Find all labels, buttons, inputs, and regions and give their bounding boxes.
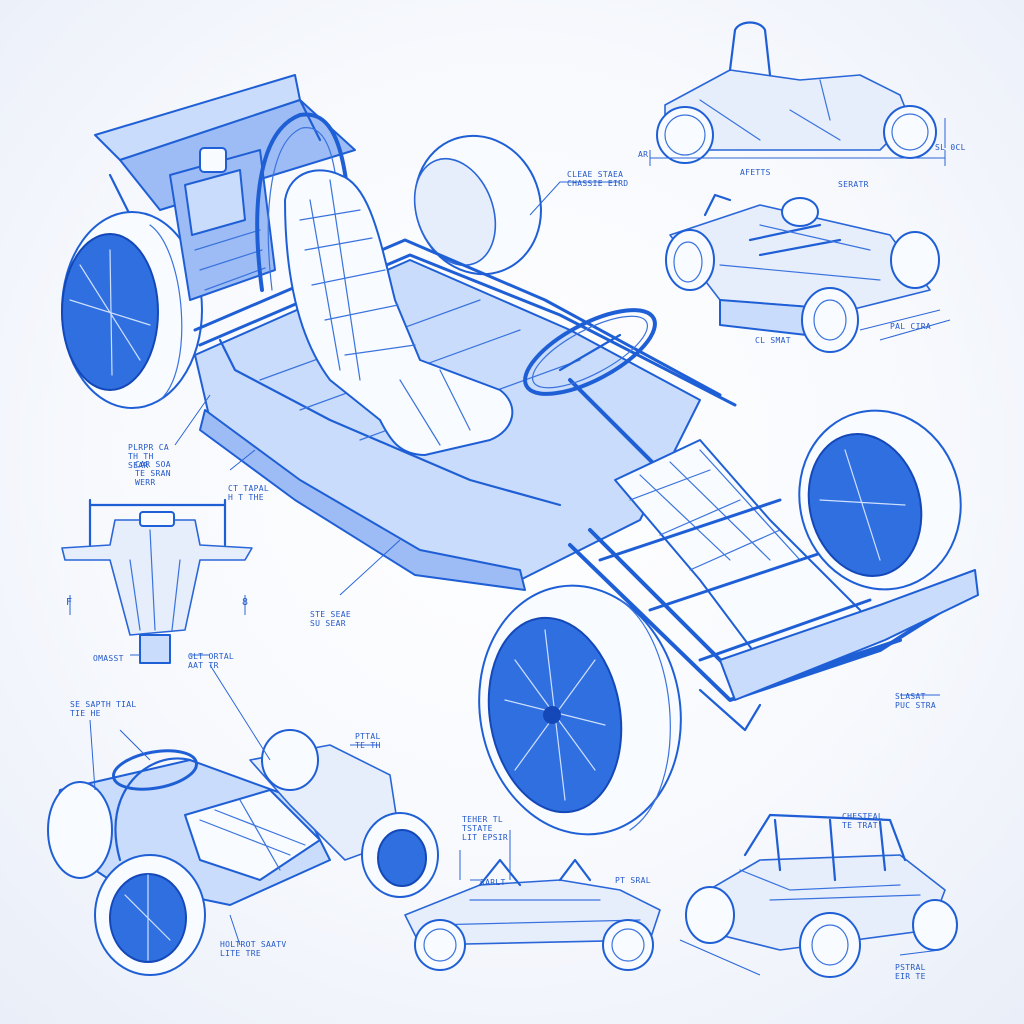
annotation-lower-left-a: SE SAPTH TIAL TIE HE: [70, 700, 137, 718]
main-go-kart: [61, 74, 979, 836]
front-left-wheel: [478, 584, 682, 836]
front-view-kart: [61, 498, 253, 664]
lower-left-kart: [47, 664, 439, 976]
iso-view-kart: [665, 193, 951, 353]
annotation-top-right-d: PAL CIRA: [890, 322, 931, 331]
annotation-front-view-a: OMASST: [93, 654, 124, 663]
annotation-top-right-b: SERATR: [838, 180, 869, 189]
bottom-side-view-kart: [404, 830, 661, 971]
annotation-side-dim-b: SL 0CL: [935, 143, 966, 152]
engine-block: [169, 147, 276, 301]
annotation-side-dim-a: AR: [638, 150, 649, 159]
annotation-top-right-a: CLEAE STAEA CHASSIE EIRD: [567, 170, 629, 188]
annotation-center-left: STE SEAE SU SEAR: [310, 610, 351, 628]
roll-hoop: [255, 112, 352, 292]
annotation-right-mid: SLASAT PUC STRA: [895, 692, 936, 710]
seat: [284, 169, 514, 456]
annotation-front-view-dim-left: F: [66, 597, 73, 608]
annotation-mid-left-b: CAR SOA TE SRAN WERR: [135, 460, 171, 487]
annotation-bottom-center-a: TEHER TL TSTATE LIT EPSIR: [462, 815, 509, 842]
annotation-lower-left-b: PTTAL TE TH: [355, 732, 381, 750]
annotation-front-view-b: GLT ORTAL AAT TR: [188, 652, 235, 670]
annotation-bottom-right-a: CHESTEAL TE TRAT: [842, 812, 883, 830]
side-view-kart: [649, 21, 946, 166]
front-right-wheel: [798, 409, 962, 591]
annotation-front-view-dim-right: 8: [242, 597, 249, 608]
rear-right-wheel: [413, 134, 542, 276]
annotation-top-right-c: CL SMAT: [755, 336, 791, 345]
annotation-top-right-dim: AFETTS: [740, 168, 771, 177]
annotation-bottom-center-c: PT SRAL: [615, 876, 651, 885]
annotation-bottom-center-b: RARLT: [480, 878, 506, 887]
annotation-mid-left-c: CT TAPAL H T THE: [228, 484, 269, 502]
bottom-right-buggy: [679, 813, 958, 978]
annotation-lower-left-c: HOLTROT SAATV LITE TRE: [220, 940, 287, 958]
steering-wheel: [523, 308, 662, 472]
rear-left-wheel: [61, 211, 203, 409]
annotation-bottom-right-b: PSTRAL EIR TE: [895, 963, 926, 981]
annotation-mid-left-a: PLRPR CA TH TH SEAR: [128, 443, 169, 470]
